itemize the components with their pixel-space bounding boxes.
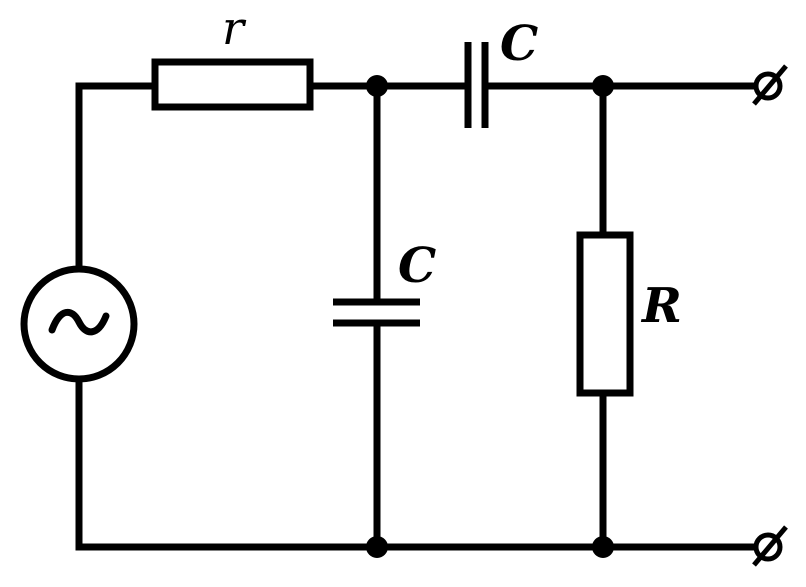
label-capacitor-shunt: C	[398, 238, 436, 294]
label-capacitor-series: C	[500, 16, 538, 72]
wire-top-left	[75, 82, 157, 272]
junction-top-left	[366, 75, 388, 97]
output-terminal-bottom-icon	[752, 525, 788, 567]
label-resistor-r: r	[222, 1, 247, 55]
junction-bottom-left	[366, 536, 388, 558]
resistor-r	[151, 58, 314, 111]
junction-top-right	[592, 75, 614, 97]
junction-bottom-right	[592, 536, 614, 558]
output-terminal-top-icon	[752, 64, 788, 106]
resistor-R	[576, 231, 634, 397]
label-resistor-R: R	[640, 278, 682, 334]
ac-source-symbol-icon	[48, 309, 110, 336]
wire-bottom	[75, 376, 764, 551]
